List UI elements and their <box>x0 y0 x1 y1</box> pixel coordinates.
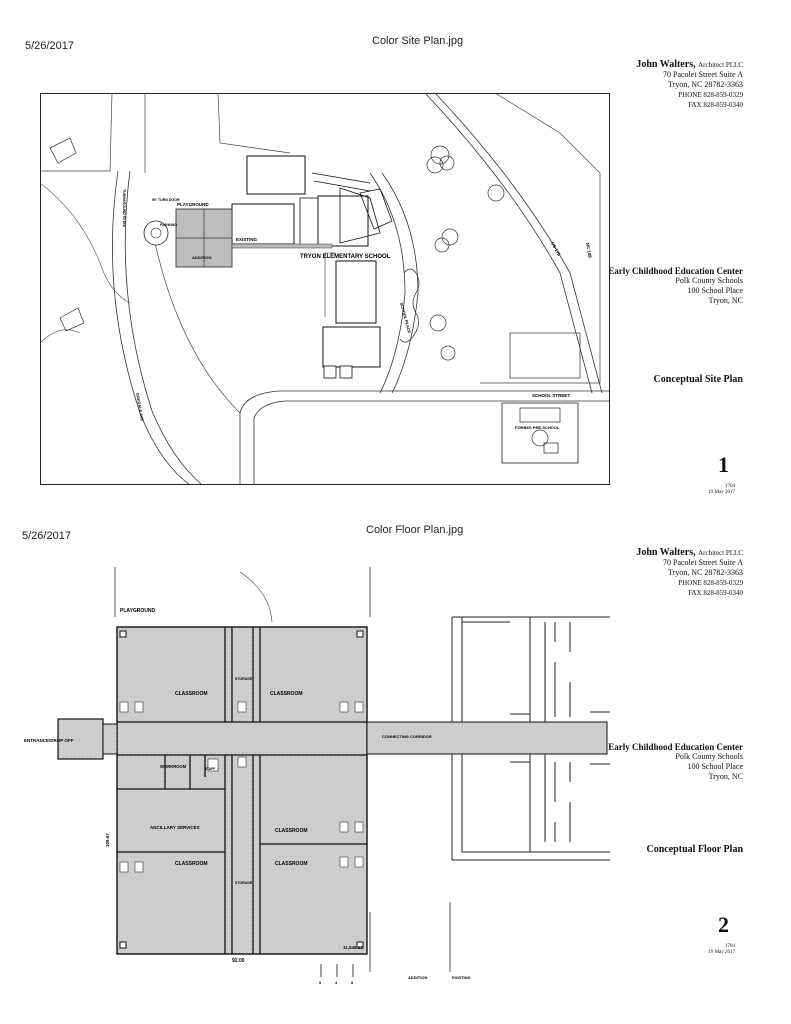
label-addition: ADDITION <box>192 255 211 260</box>
storage-1-label: STORAGE <box>235 677 253 681</box>
scale-8: 8 <box>351 980 354 985</box>
trees <box>399 145 505 361</box>
label-dia: TURNAROUND 50 DIA <box>122 189 126 227</box>
job-number: 1704 <box>725 484 735 489</box>
label-playground: PLAYGROUND <box>177 202 209 207</box>
project-address: 100 School Place <box>687 762 743 771</box>
label-parking: PARKING <box>160 223 177 227</box>
sheet-date-block: 1704 19 May 2017 <box>708 484 735 496</box>
scale-0: 0 <box>319 980 322 985</box>
classroom-2-label: CLASSROOM <box>270 691 303 697</box>
label-workroom: WORKROOM <box>160 764 187 769</box>
label-school-street: SCHOOL STREET <box>532 393 570 398</box>
label-school: TRYON ELEMENTARY SCHOOL <box>300 254 391 260</box>
firm-street: 70 Pacolet Street Suite A <box>663 558 743 567</box>
label-playground: PLAYGROUND <box>120 608 155 614</box>
issue-date: 19 May 2017 <box>708 950 735 955</box>
firm-city: Tryon, NC 28782-3363 <box>667 568 743 577</box>
label-nc108: NC 108 <box>585 242 593 258</box>
label-existing: EXISTING <box>236 237 258 242</box>
label-preschool: FORBES PRE-SCHOOL <box>515 425 560 430</box>
print-date: 5/26/2017 <box>25 40 74 52</box>
firm-fax: FAX 828-859-0340 <box>688 589 743 597</box>
firm-titleblock: John Walters, Architect PLLC 70 Pacolet … <box>636 548 743 598</box>
label-us176: US 176 <box>550 241 562 257</box>
label-width: 92.00 <box>232 958 245 964</box>
project-address: 100 School Place <box>687 286 743 295</box>
floor-plan-sheet: 5/26/2017 Color Floor Plan.jpg John Walt… <box>0 512 791 1024</box>
firm-fax: FAX 828-859-0340 <box>688 101 743 109</box>
project-title: Early Childhood Education Center <box>608 742 743 752</box>
site-plan-sheet: 5/26/2017 Color Site Plan.jpg John Walte… <box>25 35 743 496</box>
label-oakdale: OAKDALE AVE <box>135 392 145 421</box>
job-number: 1704 <box>725 944 735 949</box>
label-corridor: CONNECTING CORRIDOR <box>382 734 432 739</box>
label-entrance: ENTRANCE/DROP OFF <box>24 738 74 743</box>
label-turnaround: 90' TURN DOOR <box>152 198 180 202</box>
issue-date: 19 May 2017 <box>708 490 735 495</box>
classroom-4-label: CLASSROOM <box>175 861 208 867</box>
classroom-5-label: CLASSROOM <box>275 861 308 867</box>
firm-titleblock: John Walters, Architect PLLC 70 Pacolet … <box>636 60 743 110</box>
project-block: Early Childhood Education Center Polk Co… <box>608 266 743 306</box>
label-depth: 109.67 <box>105 833 110 847</box>
project-city: Tryon, NC <box>708 296 743 305</box>
label-ancillary: ANCILLARY SERVICES <box>150 825 200 830</box>
drawing-title: Conceptual Floor Plan <box>646 844 743 855</box>
interior-walls <box>117 627 367 954</box>
firm-city: Tryon, NC 28782-3363 <box>667 80 743 89</box>
sheet-number: 2 <box>718 912 729 937</box>
firm-street: 70 Pacolet Street Suite A <box>663 70 743 79</box>
firm-name: John Walters, <box>636 59 696 70</box>
project-city: Tryon, NC <box>708 772 743 781</box>
classroom-3-label: CLASSROOM <box>275 828 308 834</box>
firm-name: John Walters, <box>636 547 696 558</box>
project-client: Polk County Schools <box>675 276 743 285</box>
label-staff: STAFF <box>205 767 215 771</box>
project-client: Polk County Schools <box>675 752 743 761</box>
scale-4: 4 <box>335 980 338 985</box>
floor-plan-drawing: PLAYGROUND CLASSROOM CLASSROOM STORAGE S… <box>24 567 610 985</box>
fixtures <box>119 701 364 873</box>
scale-bar: 0 4 8 <box>319 964 354 985</box>
firm-phone: PHONE 828-859-0329 <box>678 579 743 587</box>
file-name: Color Floor Plan.jpg <box>366 524 464 536</box>
firm-phone: PHONE 828-859-0329 <box>678 91 743 99</box>
sheet-number: 1 <box>718 452 729 477</box>
classroom-1-label: CLASSROOM <box>175 691 208 697</box>
firm-suffix: Architect PLLC <box>698 61 743 69</box>
project-title: Early Childhood Education Center <box>608 266 743 276</box>
label-addition: ADDITION <box>408 975 427 980</box>
storage-2-label: STORAGE <box>235 881 253 885</box>
file-name: Color Site Plan.jpg <box>372 35 464 47</box>
label-area: 11,545 SF <box>343 945 364 950</box>
existing-building <box>451 616 610 861</box>
site-plan-drawing: PLAYGROUND EXISTING ADDITION PARKING 90'… <box>40 93 610 485</box>
firm-suffix: Architect PLLC <box>698 549 743 557</box>
print-date: 5/26/2017 <box>22 530 71 542</box>
label-existing: EXISTING <box>452 975 471 980</box>
project-block: Early Childhood Education Center Polk Co… <box>608 742 743 782</box>
sheet-date-block: 1704 19 May 2017 <box>708 944 735 956</box>
drawing-title: Conceptual Site Plan <box>653 374 743 385</box>
